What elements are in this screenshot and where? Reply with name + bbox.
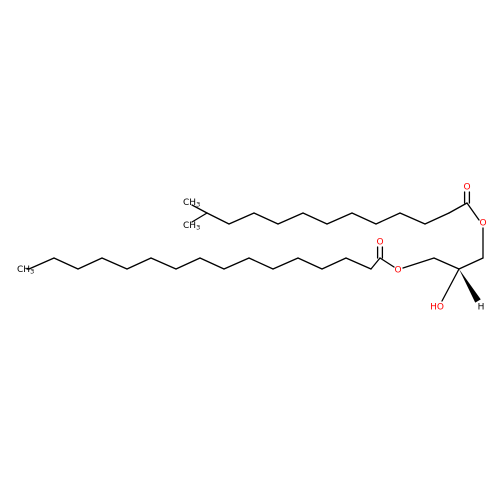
glycerol-c-oh-bond <box>441 268 460 302</box>
atom-label-me2: CH3 <box>183 221 200 232</box>
atom-label-o_ester1: O <box>479 219 486 229</box>
lower-chain-bond <box>150 257 177 270</box>
lower-chain-bond <box>199 257 225 270</box>
lower-chain-bond <box>77 257 103 270</box>
lower-chain-bond <box>223 257 250 270</box>
lower-chain-bond <box>28 257 55 270</box>
lower-chain-bond <box>248 257 274 270</box>
upper-chain-bond <box>448 202 468 214</box>
upper-chain-bond <box>424 212 450 225</box>
methyl-branch-bond <box>191 212 208 223</box>
atom-label-h: H <box>478 303 485 313</box>
upper-chain-bond <box>253 212 279 225</box>
glycerol-c-c-bond <box>433 257 460 270</box>
glycerol-c-c-bond <box>458 257 484 270</box>
lower-chain-bond <box>345 257 372 270</box>
ester-lower-bond <box>379 257 395 268</box>
glycerol-c-o-bond <box>402 257 435 269</box>
lower-chain-bond <box>175 257 201 270</box>
upper-chain-bond <box>399 212 426 225</box>
upper-chain-bond <box>375 212 401 225</box>
upper-chain-bond <box>228 212 255 225</box>
upper-chain-bond <box>351 212 377 225</box>
lower-chain-bond <box>370 257 381 270</box>
atom-label-o_keto2: O <box>376 238 383 248</box>
lower-chain-bond <box>101 257 128 270</box>
upper-chain-bond <box>277 212 304 225</box>
stereo-wedge-bond <box>459 269 481 303</box>
bond-layer <box>26 191 484 303</box>
ester-upper-bond <box>466 202 480 221</box>
lower-chain-bond <box>297 257 323 270</box>
atom-label-me1: CH3 <box>183 198 200 209</box>
upper-chain-bond <box>206 212 230 225</box>
lower-chain-bond <box>53 257 79 270</box>
upper-chain-bond <box>302 212 328 225</box>
upper-chain-bond <box>326 212 353 225</box>
lower-chain-bond <box>126 257 152 270</box>
methyl-branch-bond <box>191 204 208 214</box>
lower-chain-bond <box>321 257 347 270</box>
atom-label-ho: HO <box>430 303 444 313</box>
lower-chain-bond <box>272 257 299 270</box>
atom-label-o_ester2: O <box>394 266 401 276</box>
atom-label-o_keto1: O <box>463 183 470 193</box>
atom-label-ch3_end: CH3 <box>17 265 34 276</box>
